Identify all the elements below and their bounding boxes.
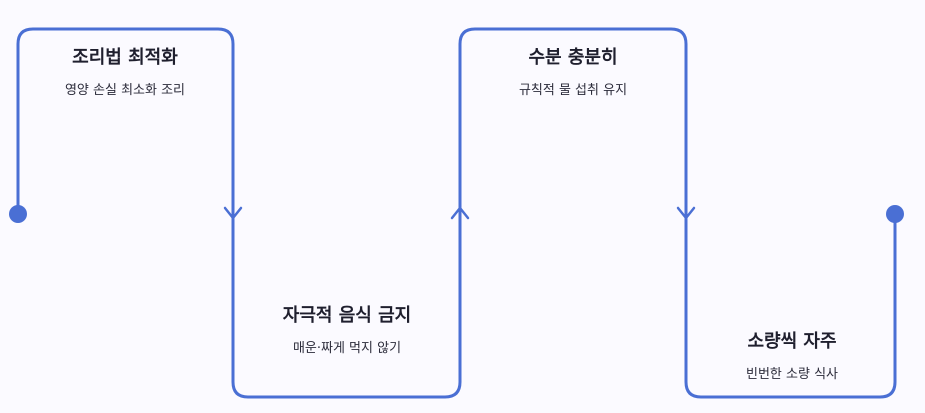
step-4-title: 소량씩 자주 bbox=[747, 331, 837, 352]
wave-connector-path bbox=[16, 27, 897, 399]
arrow-down-icon bbox=[223, 206, 243, 220]
step-1-desc: 영양 손실 최소화 조리 bbox=[64, 83, 186, 98]
step-4-desc: 빈번한 소량 식사 bbox=[746, 367, 838, 382]
step-2-title: 자극적 음식 금지 bbox=[282, 305, 412, 326]
end-dot bbox=[886, 205, 904, 223]
arrow-up-icon bbox=[450, 206, 470, 220]
step-4: 소량씩 자주 빈번한 소량 식사 bbox=[712, 329, 872, 385]
step-3: 수분 충분히 규칙적 물 섭취 유지 bbox=[490, 45, 656, 101]
step-1-title: 조리법 최적화 bbox=[72, 47, 178, 68]
step-3-title: 수분 충분히 bbox=[528, 47, 618, 68]
step-1: 조리법 최적화 영양 손실 최소화 조리 bbox=[50, 45, 200, 101]
step-3-desc: 규칙적 물 섭취 유지 bbox=[518, 83, 628, 98]
step-2: 자극적 음식 금지 매운·짜게 먹지 않기 bbox=[272, 303, 422, 359]
arrow-down-icon bbox=[676, 206, 696, 220]
start-dot bbox=[9, 205, 27, 223]
step-2-desc: 매운·짜게 먹지 않기 bbox=[292, 341, 402, 356]
